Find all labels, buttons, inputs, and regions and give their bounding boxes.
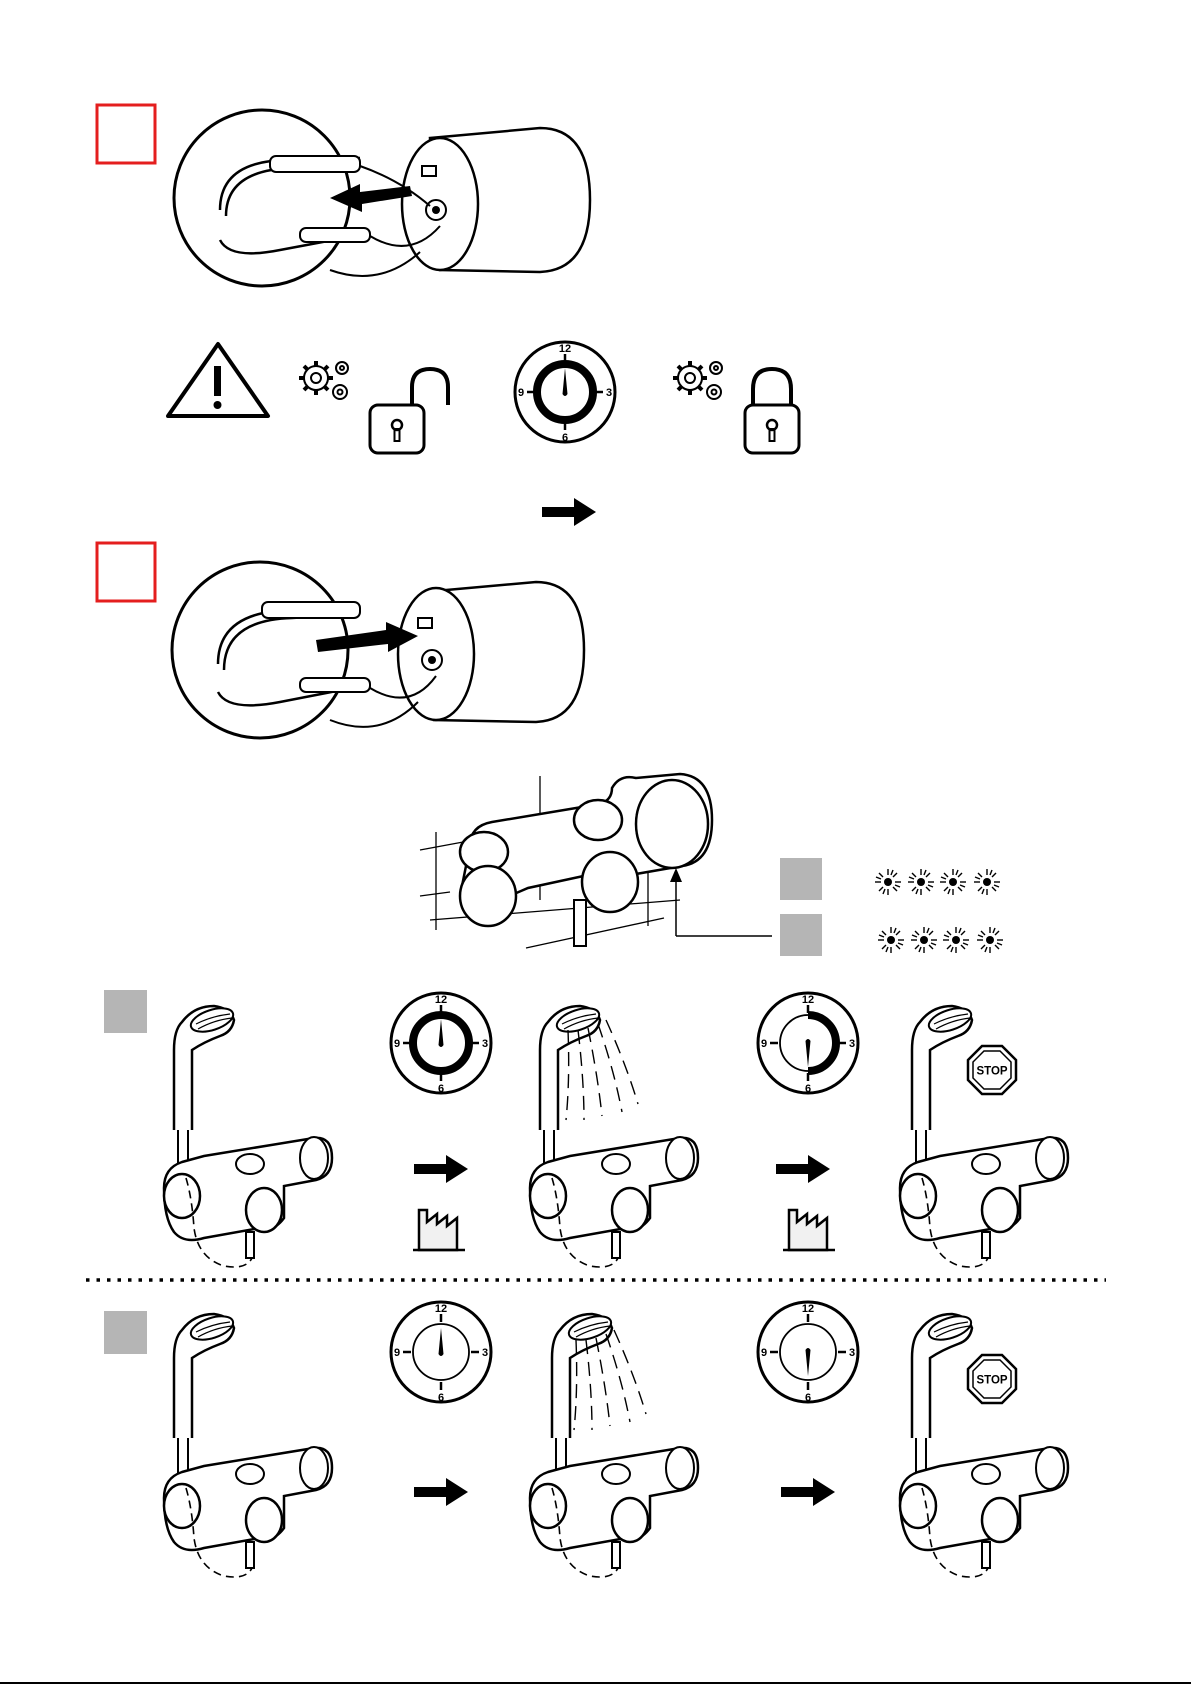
gears-icon <box>673 361 722 399</box>
dial-label-9: 9 <box>394 1038 400 1050</box>
gears-icon <box>299 361 348 399</box>
led-blink-icon <box>878 927 904 953</box>
led-blink-icon <box>908 869 934 895</box>
led-blink-icon <box>977 927 1003 953</box>
padlock-open-icon <box>370 369 448 453</box>
row-marker-gray-a <box>104 990 147 1033</box>
shower-stopped-a <box>900 1004 1068 1267</box>
stop-sign-icon: STOP <box>968 1355 1016 1403</box>
stop-sign-label: STOP <box>976 1066 1007 1078</box>
shower-running-b <box>530 1312 698 1577</box>
dial-label-3: 3 <box>606 387 612 399</box>
factory-icon <box>413 1210 465 1250</box>
padlock-closed-icon <box>745 369 799 453</box>
led-blink-icon <box>875 869 901 895</box>
clock-dial-icon: 12 6 9 3 <box>391 993 491 1095</box>
led-blink-icon <box>974 869 1000 895</box>
dial-label-9: 9 <box>518 387 524 399</box>
factory-icon <box>783 1210 835 1250</box>
shower-head-icon <box>174 1004 236 1170</box>
shower-idle-a1 <box>164 1004 332 1267</box>
arrow-right-icon <box>781 1478 835 1506</box>
dial-label-6: 6 <box>438 1392 444 1404</box>
dial-label-3: 3 <box>849 1347 855 1359</box>
shower-stopped-b <box>900 1312 1068 1577</box>
led-blink-icon <box>911 927 937 953</box>
dial-label-12: 12 <box>435 994 447 1006</box>
shower-head-icon <box>912 1004 974 1170</box>
shower-idle-b1 <box>164 1312 332 1577</box>
clock-dial-icon: 12 6 9 3 <box>758 1302 858 1404</box>
shower-head-icon <box>912 1312 974 1478</box>
arrow-right-icon <box>542 498 596 526</box>
dial-label-9: 9 <box>394 1347 400 1359</box>
mixer-valve-installed-illustration <box>420 774 772 948</box>
shower-head-icon <box>552 1312 614 1478</box>
arrow-right-icon <box>776 1155 830 1183</box>
led-blink-icon <box>940 869 966 895</box>
mixer-valve-icon <box>164 1137 332 1267</box>
dial-label-12: 12 <box>802 994 814 1006</box>
led-blink-row-a <box>875 869 1000 895</box>
dial-label-6: 6 <box>805 1392 811 1404</box>
warning-icon <box>168 344 268 416</box>
step-marker-red-1 <box>97 105 155 163</box>
row-marker-gray-b <box>104 1311 147 1354</box>
dial-label-6: 6 <box>562 432 568 444</box>
clock-dial-icon: 12 6 9 3 <box>758 993 858 1095</box>
led-blink-icon <box>943 927 969 953</box>
step-marker-red-2 <box>97 543 155 601</box>
led-blink-row-b <box>878 927 1003 953</box>
mixer-valve-icon <box>164 1447 332 1577</box>
clock-dial-icon: 12 6 9 3 <box>391 1302 491 1404</box>
dial-label-6: 6 <box>438 1083 444 1095</box>
dial-label-12: 12 <box>802 1303 814 1315</box>
shower-head-icon <box>540 1004 602 1170</box>
arrow-right-icon <box>414 1155 468 1183</box>
dial-label-3: 3 <box>482 1038 488 1050</box>
dial-label-12: 12 <box>559 343 571 355</box>
stop-sign-icon: STOP <box>968 1046 1016 1094</box>
dial-label-12: 12 <box>435 1303 447 1315</box>
cable-disconnect-illustration <box>174 110 590 286</box>
cable-connect-illustration <box>172 562 584 738</box>
dial-label-9: 9 <box>761 1038 767 1050</box>
mixer-valve-icon <box>530 1137 698 1267</box>
arrow-right-icon <box>414 1478 468 1506</box>
dial-label-3: 3 <box>482 1347 488 1359</box>
shower-running-a <box>530 1004 698 1267</box>
dial-label-9: 9 <box>761 1347 767 1359</box>
dial-label-3: 3 <box>849 1038 855 1050</box>
stop-sign-label: STOP <box>976 1375 1007 1387</box>
mode-marker-gray-b <box>780 914 822 956</box>
clock-dial-icon: 12 6 9 3 <box>515 342 615 444</box>
dial-label-6: 6 <box>805 1083 811 1095</box>
mode-marker-gray-a <box>780 858 822 900</box>
shower-head-icon <box>174 1312 236 1478</box>
